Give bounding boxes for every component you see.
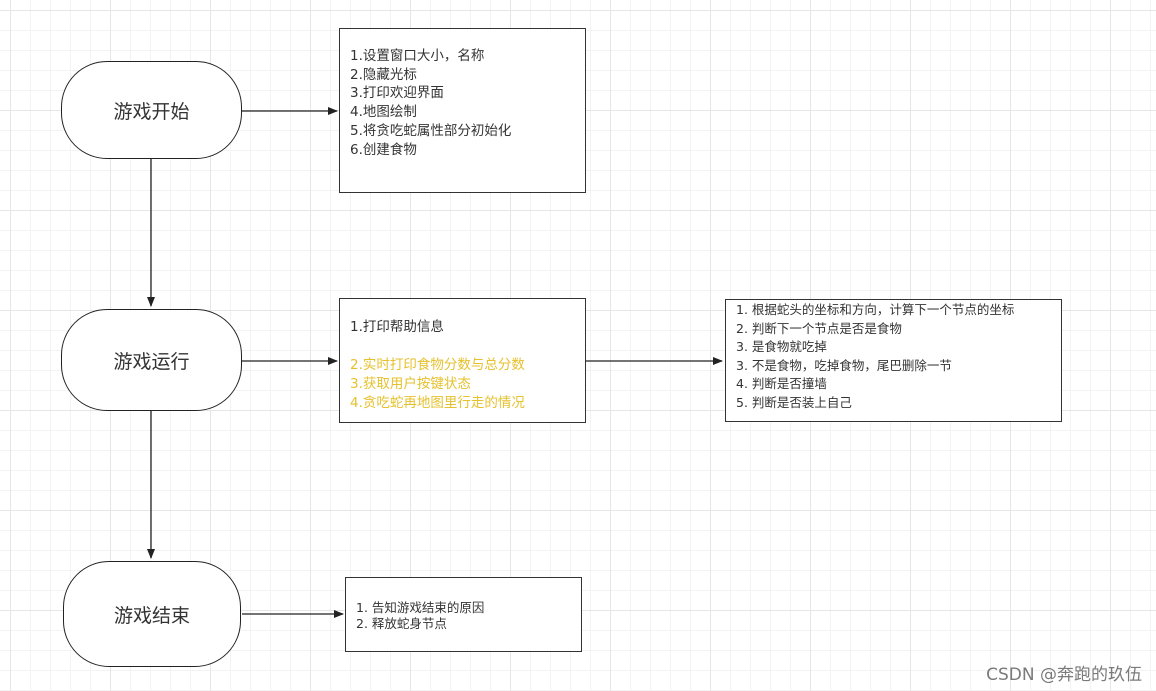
move-step: 4. 判断是否撞墙 xyxy=(736,376,827,391)
node-game-end: 游戏结束 xyxy=(63,561,241,667)
start-step: 6.创建食物 xyxy=(350,141,417,158)
node-game-start-label: 游戏开始 xyxy=(113,100,190,123)
end-step: 2. 释放蛇身节点 xyxy=(356,615,447,631)
start-step: 2.隐藏光标 xyxy=(350,66,417,83)
node-game-end-label: 游戏结束 xyxy=(113,604,190,627)
watermark: CSDN @奔跑的玖伍 xyxy=(986,665,1142,685)
move-step: 5. 判断是否装上自己 xyxy=(736,394,852,410)
move-step: 2. 判断下一个节点是否是食物 xyxy=(736,320,902,336)
move-step: 3. 不是食物，吃掉食物，尾巴删除一节 xyxy=(736,357,952,373)
move-step: 3. 是食物就吃掉 xyxy=(736,339,827,354)
run-steps-box: 1.打印帮助信息 2.实时打印食物分数与总分数 3.获取用户按键状态 4.贪吃蛇… xyxy=(339,298,586,423)
start-step: 3.打印欢迎界面 xyxy=(350,85,444,102)
run-step: 1.打印帮助信息 xyxy=(350,319,444,335)
move-step: 1. 根据蛇头的坐标和方向，计算下一个节点的坐标 xyxy=(736,302,1015,317)
start-steps-box: 1.设置窗口大小，名称 2.隐藏光标 3.打印欢迎界面 4.地图绘制 5.将贪吃… xyxy=(339,28,586,193)
start-step: 4.地图绘制 xyxy=(350,104,417,121)
end-step: 1. 告知游戏结束的原因 xyxy=(356,600,485,615)
node-game-run: 游戏运行 xyxy=(61,309,242,411)
run-step-highlighted: 2.实时打印食物分数与总分数 xyxy=(350,357,525,373)
node-game-run-label: 游戏运行 xyxy=(113,350,190,373)
node-game-start: 游戏开始 xyxy=(61,61,242,159)
end-steps-box: 1. 告知游戏结束的原因 2. 释放蛇身节点 xyxy=(345,577,582,652)
start-step: 1.设置窗口大小，名称 xyxy=(350,48,485,64)
move-steps-box: 1. 根据蛇头的坐标和方向，计算下一个节点的坐标 2. 判断下一个节点是否是食物… xyxy=(725,299,1062,422)
start-step: 5.将贪吃蛇属性部分初始化 xyxy=(350,122,512,139)
run-step-gap xyxy=(350,337,585,356)
run-step-highlighted: 4.贪吃蛇再地图里行走的情况 xyxy=(350,395,525,411)
run-step-highlighted: 3.获取用户按键状态 xyxy=(350,376,471,392)
